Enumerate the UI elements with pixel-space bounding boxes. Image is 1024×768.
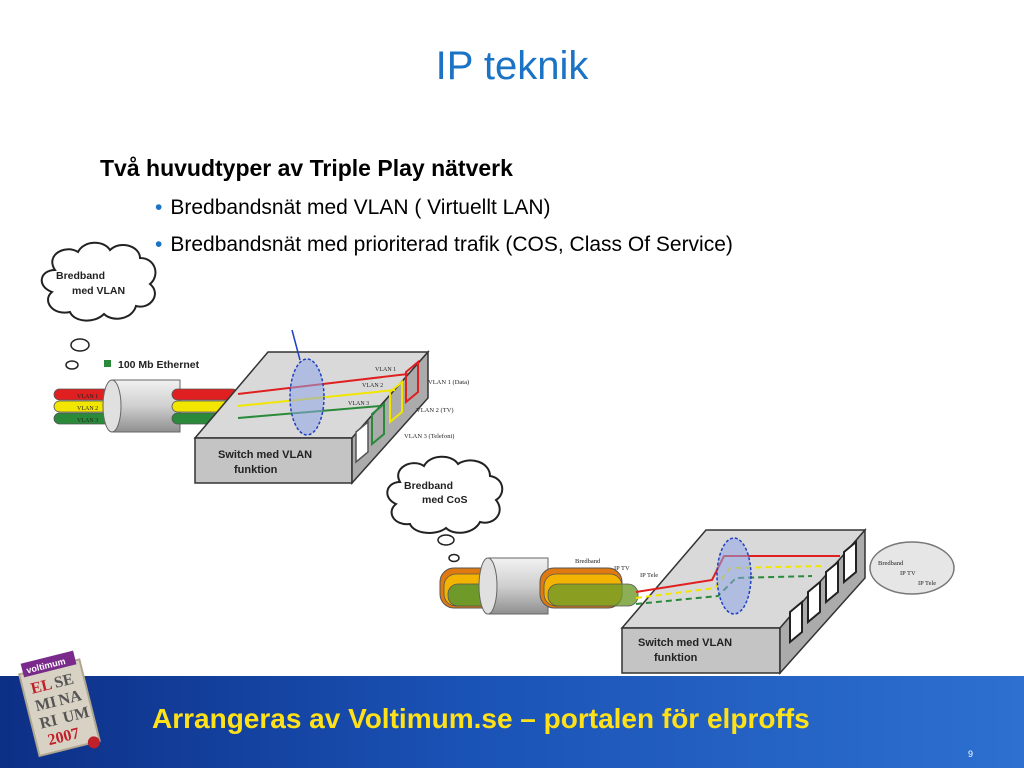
logo-letters-1: EL: [29, 676, 54, 698]
slide-heading: Två huvudtyper av Triple Play nätverk: [100, 155, 513, 181]
thought-bubble-dot: [437, 534, 455, 546]
bullet-item-cos: • Bredbandsnät med prioriterad trafik (CO…: [155, 233, 733, 257]
network-diagram: Bredband med VLAN 100 Mb Ethernet VLAN 1…: [40, 241, 955, 675]
switch-inner-label-vlan3: VLAN 3: [348, 401, 369, 407]
port-green: [371, 401, 385, 447]
thought-bubble-dot: [70, 338, 90, 352]
cloud-label-vlan: Bredband med VLAN: [56, 270, 125, 297]
voltimum-logo: voltimum EL SE MI NA RI UM 2007: [17, 650, 101, 758]
switch-front-face: [621, 627, 781, 674]
output-label-telefoni: VLAN 3 (Telefoni): [404, 433, 454, 440]
vlan-separation-ellipse: [289, 358, 325, 436]
output-label-iptele: IP Tele: [918, 580, 936, 587]
cable-label-vlan1: VLAN 1: [77, 394, 98, 400]
bullet-text: Bredbandsnät med VLAN ( Virtuellt LAN): [170, 196, 551, 219]
logo-letters-2: SE: [52, 671, 75, 692]
logo-plug-icon: [87, 736, 100, 749]
logo-letters-6: UM: [61, 704, 91, 727]
legend-label: 100 Mb Ethernet: [118, 359, 200, 371]
cable-label-vlan2: VLAN 2: [77, 406, 98, 412]
cloud-label-cos: Bredband med CoS: [404, 480, 468, 506]
cable-sheath-end: [102, 379, 122, 433]
thought-bubble-dot: [448, 553, 460, 563]
logo-letters-3: MI: [34, 694, 59, 716]
thought-cloud-vlan: [40, 241, 157, 322]
output-label-tv: VLAN 2 (TV): [416, 407, 454, 414]
vlan-diagram: Bredband med VLAN 100 Mb Ethernet VLAN 1…: [40, 241, 469, 485]
legend-swatch: [104, 360, 111, 367]
antenna-line: [291, 329, 301, 361]
bullet-text: Bredbandsnät med prioriterad trafik (COS…: [170, 233, 733, 256]
output-label-bredband: Bredband: [878, 560, 904, 567]
output-label-data: VLAN 1 (Data): [428, 379, 469, 386]
port-white: [355, 420, 369, 464]
bullet-item-vlan: • Bredbandsnät med VLAN ( Virtuellt LAN): [155, 196, 551, 220]
cos-bundle-core: [547, 583, 639, 607]
cable-label-iptele: IP Tele: [640, 572, 658, 579]
switch-label-cos: Switch med VLAN funktion: [638, 637, 735, 664]
port-red: [405, 359, 419, 405]
cable-sheath: [111, 379, 181, 433]
footer-text: Arrangeras av Voltimum.se – portalen för…: [152, 703, 810, 734]
logo-letters-4: NA: [57, 687, 84, 709]
bullet-dot: •: [155, 196, 163, 219]
logo-letters-5: RI: [38, 712, 59, 733]
switch-inner-label-vlan1: VLAN 1: [375, 367, 396, 373]
port: [807, 579, 821, 625]
cable-sheath-end: [478, 557, 498, 615]
footer-bar: [0, 676, 1024, 768]
port: [825, 559, 839, 605]
cable-label-vlan3: VLAN 3: [77, 418, 98, 424]
switch-inner-label-vlan2: VLAN 2: [362, 383, 383, 389]
thought-cloud-cos: [386, 455, 504, 534]
slide-title: IP teknik: [435, 44, 589, 88]
port: [789, 599, 803, 645]
cos-separation-ellipse: [716, 537, 752, 615]
port-yellow: [389, 379, 403, 425]
page-number: 9: [968, 749, 974, 759]
cos-diagram: Bredband med CoS Bredband IP TV IP Tele …: [386, 455, 955, 675]
thought-bubble-dot: [65, 360, 79, 370]
port: [843, 539, 857, 585]
bullet-dot: •: [155, 233, 163, 256]
output-bubble: [869, 541, 955, 595]
output-label-iptv: IP TV: [900, 570, 916, 577]
cable-label-bredband: Bredband: [575, 558, 601, 565]
switch-label-vlan: Switch med VLAN funktion: [218, 449, 315, 476]
cable-label-iptv: IP TV: [614, 565, 630, 572]
